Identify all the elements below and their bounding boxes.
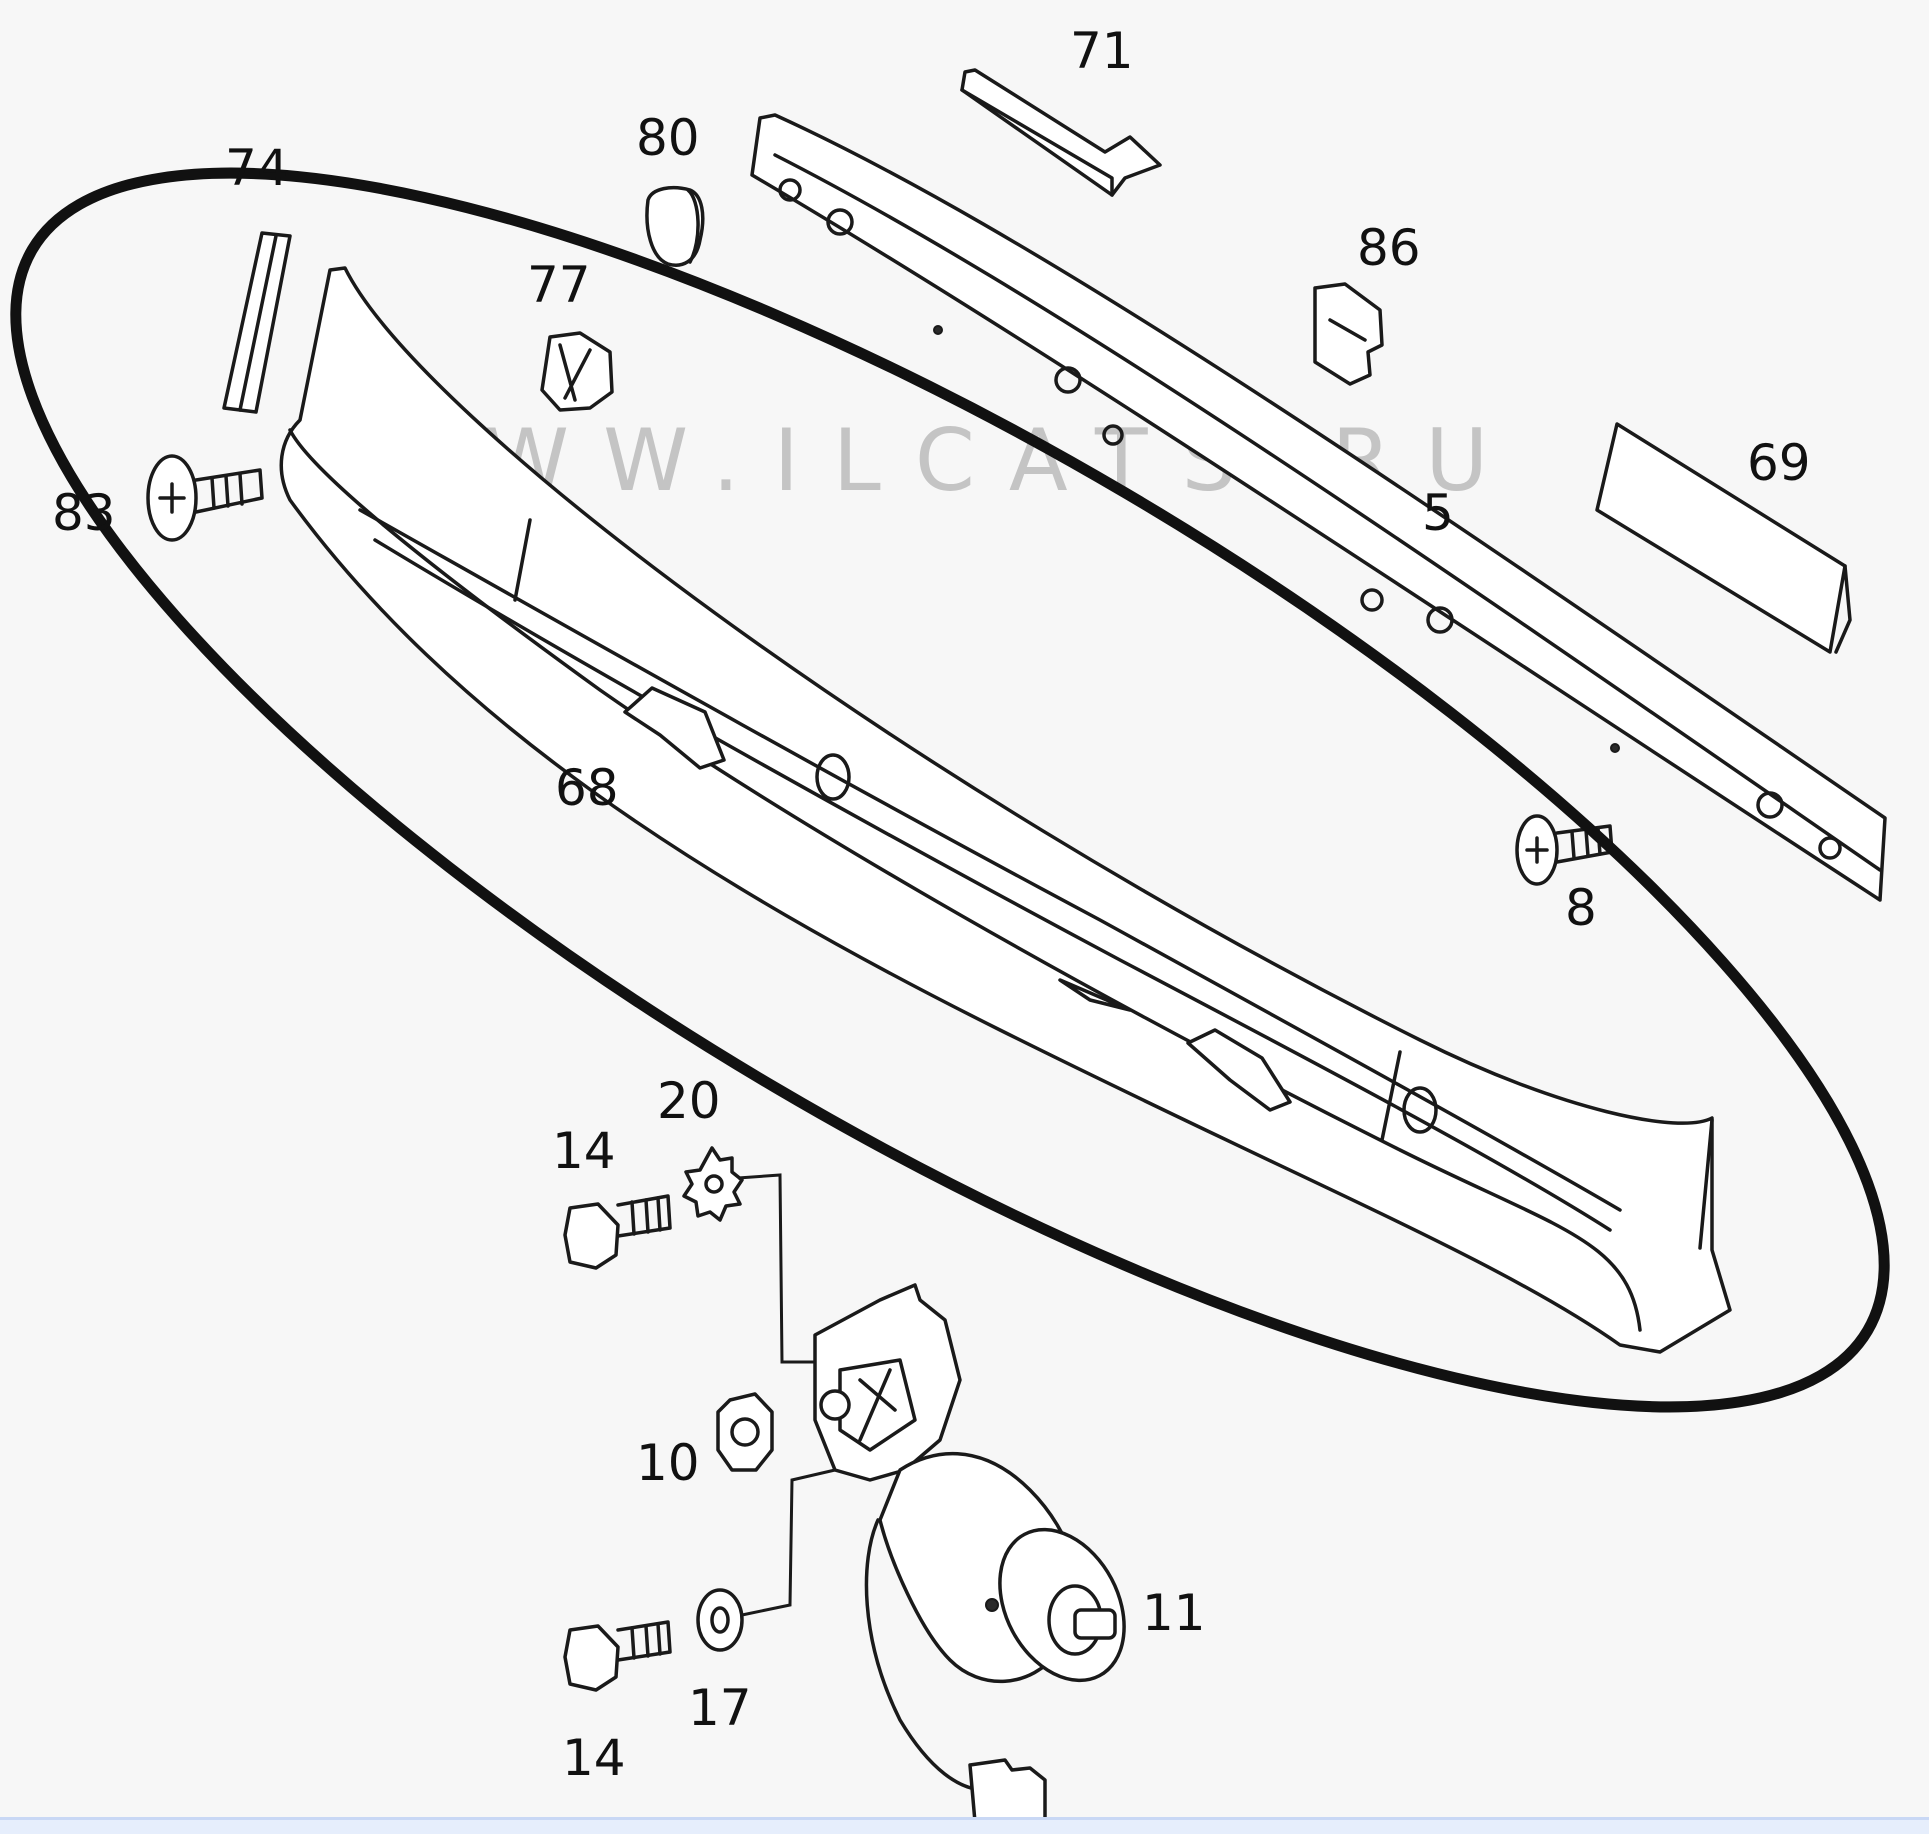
part-71-trim-strip[interactable] (960, 68, 1162, 197)
callout-14-upper: 14 (552, 1122, 616, 1180)
part-69-panel[interactable] (1595, 422, 1852, 654)
part-14-bolt-lower[interactable] (563, 1620, 672, 1692)
part-5-support-rail[interactable] (750, 113, 1887, 902)
part-17-spring-washer[interactable] (696, 1588, 744, 1652)
callout-20: 20 (657, 1072, 721, 1130)
leader-line-20 (737, 1173, 815, 1364)
part-11-wiper-motor[interactable] (813, 1283, 1149, 1824)
part-86-bracket[interactable] (1313, 282, 1384, 386)
part-83-screw[interactable] (146, 454, 264, 542)
part-20-serrated-washer[interactable] (682, 1146, 744, 1222)
callout-80: 80 (636, 109, 700, 167)
part-77-clip[interactable] (540, 331, 614, 412)
callout-10: 10 (636, 1434, 700, 1492)
callout-83: 83 (52, 484, 116, 542)
part-80-cap[interactable] (645, 186, 705, 267)
highlight-ellipse (10, 167, 1890, 1413)
callout-17: 17 (688, 1679, 752, 1737)
callout-14-lower: 14 (562, 1729, 626, 1787)
callout-11: 11 (1142, 1584, 1206, 1642)
callout-5: 5 (1422, 484, 1454, 542)
part-14-bolt-upper[interactable] (563, 1194, 672, 1270)
leader-line-17 (741, 1468, 836, 1617)
part-68-cowl-panel[interactable] (279, 266, 1732, 1354)
callout-86: 86 (1357, 219, 1421, 277)
part-10-nut[interactable] (716, 1392, 774, 1472)
callout-77: 77 (527, 256, 591, 314)
callout-69: 69 (1747, 434, 1811, 492)
part-74-rubber-strip[interactable] (222, 231, 292, 414)
bottom-border (0, 1817, 1929, 1834)
callout-71: 71 (1070, 22, 1134, 80)
part-8-screw[interactable] (1515, 814, 1614, 886)
callout-74: 74 (225, 139, 289, 197)
callout-68: 68 (555, 759, 619, 817)
callout-8: 8 (1565, 879, 1597, 937)
